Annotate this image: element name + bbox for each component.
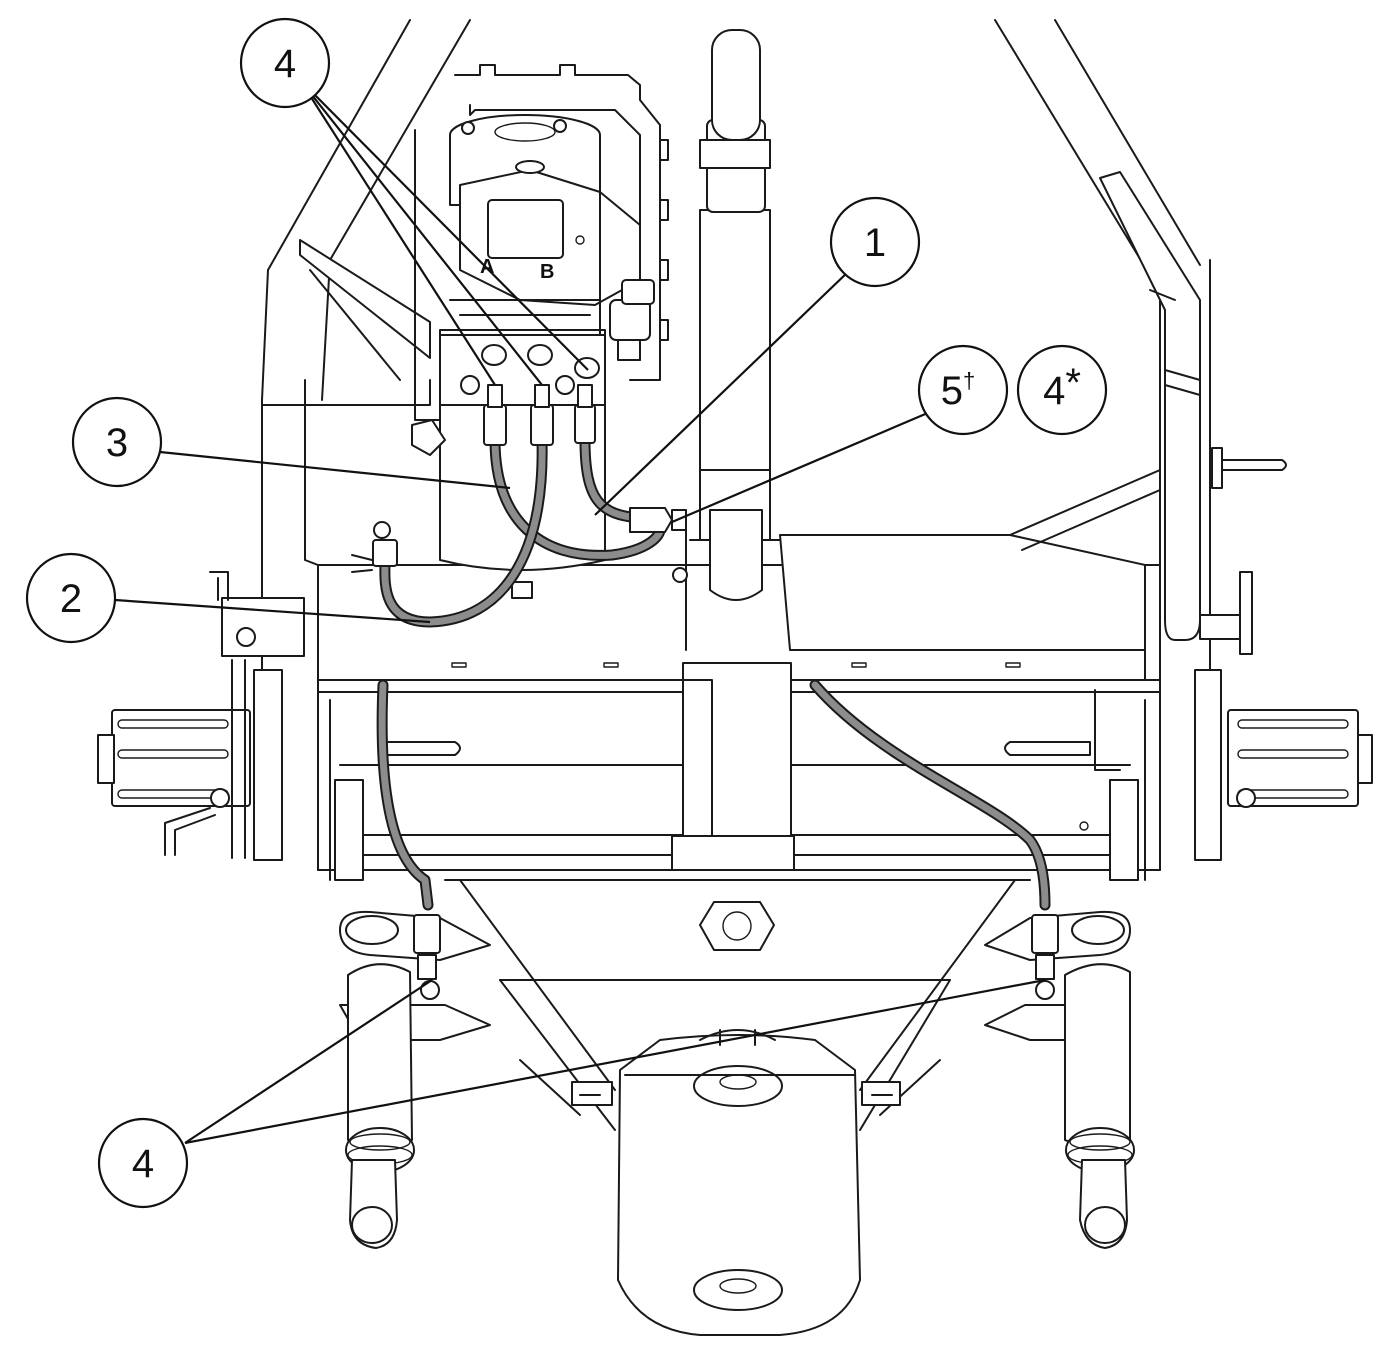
callout-valve-5-sup: † — [963, 368, 975, 393]
hose-3 — [491, 436, 664, 559]
callout-bottom-fittings-label: 4 — [132, 1142, 154, 1186]
callouts: 4 1 3 2 5† 4* 4 — [25, 17, 1108, 1209]
leader-lines — [114, 79, 1046, 1145]
callout-valve-5: 5† — [917, 344, 1009, 436]
svg-text:2: 2 — [60, 577, 82, 621]
hose-1 — [581, 436, 644, 522]
lift-cylinder — [672, 29, 781, 651]
callout-hose-3: 3 — [71, 396, 163, 488]
lower-right-hose — [811, 681, 1049, 909]
svg-text:1: 1 — [864, 221, 886, 265]
svg-text:4: 4 — [274, 42, 296, 86]
callout-valve-4: 4* — [1016, 344, 1108, 436]
svg-text:5†: 5† — [941, 368, 976, 413]
hoses — [351, 384, 1059, 980]
callout-hose-1: 1 — [829, 196, 921, 288]
callout-valve-4-sup: * — [1065, 361, 1081, 405]
port-label-b: B — [540, 261, 554, 283]
lower-left-hose — [378, 681, 432, 909]
callout-hose-2: 2 — [25, 552, 117, 644]
svg-text:4: 4 — [132, 1142, 154, 1186]
callout-bottom-fittings: 4 — [97, 1117, 189, 1209]
mount-frame — [97, 19, 1373, 1336]
callout-hose-3-label: 3 — [106, 421, 128, 465]
svg-text:4*: 4* — [1043, 361, 1081, 413]
callout-valve-5-label: 5 — [941, 369, 963, 413]
svg-text:3: 3 — [106, 421, 128, 465]
hose-2 — [381, 436, 546, 626]
callout-hose-1-label: 1 — [864, 221, 886, 265]
angle-cylinders — [345, 963, 1135, 1249]
callout-top-fittings-label: 4 — [274, 42, 296, 86]
callout-top-fittings: 4 — [239, 17, 331, 109]
hydraulic-power-unit: A B — [411, 64, 669, 599]
callout-hose-2-label: 2 — [60, 577, 82, 621]
callout-valve-4-label: 4 — [1043, 369, 1065, 413]
